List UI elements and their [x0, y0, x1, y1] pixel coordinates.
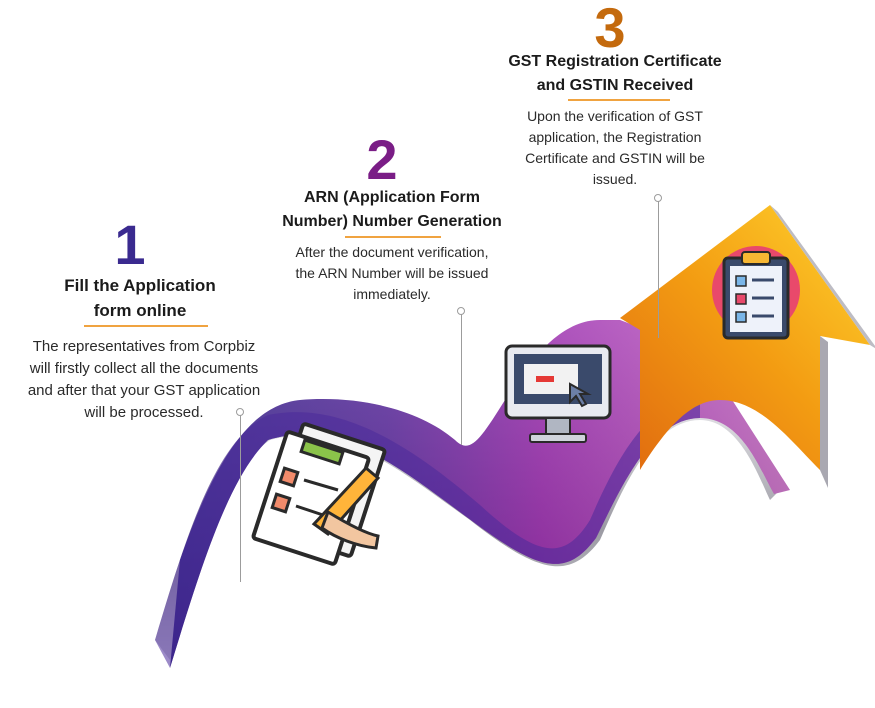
step-3-pin-line — [658, 200, 659, 338]
step-2-title-line-1: ARN (Application Form — [304, 189, 480, 206]
step-3-title: GST Registration Certificate and GSTIN R… — [490, 50, 740, 98]
step-2-number: 2 — [366, 128, 398, 191]
step-1-title-line-1: Fill the Application — [64, 276, 216, 295]
step-1-description: The representatives from Corpbiz will fi… — [0, 336, 288, 424]
monitor-icon — [504, 344, 612, 443]
application-form-icon — [251, 422, 387, 566]
step-3-description: Upon the verification of GST application… — [508, 106, 722, 190]
step-2-description-line: immediately. — [353, 286, 431, 302]
step-1-description-line: will be processed. — [84, 404, 204, 421]
step-2-pin-dot — [457, 307, 465, 315]
step-3-pin-dot — [654, 194, 662, 202]
step-1-number: 1 — [114, 213, 146, 276]
step-2-title: ARN (Application Form Number) Number Gen… — [262, 186, 522, 234]
step-1-title-line-2: form online — [93, 301, 187, 320]
step-3-underline — [568, 99, 670, 101]
step-3-description-line: issued. — [592, 171, 638, 187]
step-2-description: After the document verification, the ARN… — [272, 242, 512, 305]
step-2-description-line: After the document verification, — [295, 244, 489, 260]
arrow-edge — [770, 205, 875, 349]
step-2-title-line-2: Number) Number Generation — [282, 213, 502, 230]
step-2-description-line: the ARN Number will be issued — [295, 265, 489, 281]
step-3-title-line-1: GST Registration Certificate — [508, 53, 722, 70]
step-1-pin-dot — [236, 408, 244, 416]
step-1-title: Fill the Application form online — [20, 273, 260, 323]
step-2-pin-line — [461, 313, 462, 445]
step-3-number: 3 — [594, 0, 626, 59]
step-1-pin-line — [240, 414, 241, 582]
step-1-description-line: will firstly collect all the documents — [29, 360, 259, 377]
step-3-description-line: Certificate and GSTIN will be — [525, 150, 705, 166]
step-1-underline — [84, 325, 208, 327]
step-1-description-line: and after that your GST application — [27, 382, 261, 399]
step-1-description-line: The representatives from Corpbiz — [32, 338, 256, 355]
step-3-title-line-2: and GSTIN Received — [536, 77, 694, 94]
step-3-description-line: application, the Registration — [528, 129, 702, 145]
clipboard-checklist-icon — [712, 246, 800, 340]
step-2-underline — [345, 236, 441, 238]
step-3-description-line: Upon the verification of GST — [527, 108, 703, 124]
